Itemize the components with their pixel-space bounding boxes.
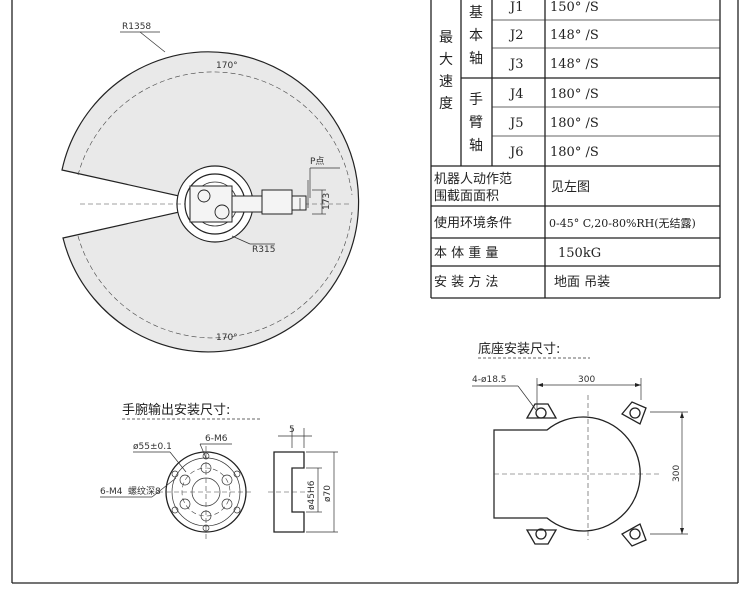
wrist-mount-diagram: 手腕输出安装尺寸: ø55±0.1 6-M6 6-M4 螺纹深8 (100, 402, 338, 540)
weight-value: 150kG (558, 246, 601, 261)
base-mount-title: 底座安装尺寸: (478, 341, 560, 357)
base-axis-char-2: 本 (469, 28, 483, 44)
max-speed-char-3: 速 (439, 74, 453, 90)
outer-radius-label: R1358 (122, 22, 151, 32)
base-hole-label: 4-ø18.5 (472, 375, 507, 385)
weight-label: 本 体 重 量 (434, 245, 498, 261)
angle-top-label: 170° (216, 61, 238, 71)
motion-range-label-line2: 围截面面积 (434, 189, 499, 204)
wrist-bore-dim: ø45H6 (307, 480, 317, 510)
joint-j6: J6 (508, 145, 523, 160)
wrist-mount-title: 手腕输出安装尺寸: (122, 402, 230, 418)
environment-label: 使用环境条件 (434, 215, 512, 231)
base-height-dim: 300 (672, 465, 682, 482)
max-speed-char-4: 度 (439, 96, 453, 112)
drawing-frame (11, 0, 739, 584)
joint-j3: J3 (508, 57, 523, 72)
wrist-depth-dim: 5 (289, 425, 295, 435)
arm-axis-char-3: 轴 (469, 138, 483, 154)
p-point-label: P点 (310, 156, 324, 167)
max-speed-char-2: 大 (439, 52, 453, 68)
wrist-tapped-label: 6-M6 (205, 434, 228, 444)
install-value: 地面 吊装 (554, 275, 610, 290)
environment-value: 0-45° C,20-80%RH(无结露) (549, 217, 696, 230)
wrist-pcd-label: ø55±0.1 (133, 442, 172, 452)
robot-top-view (184, 173, 309, 235)
spec-table: 最 大 速 度 基 本 轴 手 臂 轴 J1 150° /S J2 148° /… (430, 0, 721, 299)
base-axis-char-1: 基 (469, 4, 483, 21)
install-label: 安 装 方 法 (434, 274, 498, 290)
speed-j4: 180° /S (550, 87, 599, 102)
base-width-dim: 300 (578, 375, 595, 385)
joint-j1: J1 (508, 0, 523, 15)
angle-bottom-label: 170° (216, 333, 238, 343)
arm-axis-char-2: 臂 (469, 115, 483, 131)
speed-j3: 148° /S (550, 57, 599, 72)
motion-range-value: 见左图 (551, 180, 590, 195)
wrist-outer-dim: ø70 (323, 485, 333, 502)
wrist-thread-label: 6-M4 (100, 487, 123, 497)
joint-j4: J4 (508, 87, 523, 102)
base-axis-char-3: 轴 (469, 51, 483, 67)
inner-radius-label: R315 (252, 245, 275, 255)
speed-j1: 150° /S (550, 0, 599, 15)
wrist-offset-dim: 173 (322, 193, 332, 210)
wrist-thread-note: 螺纹深8 (128, 485, 161, 497)
speed-j6: 180° /S (550, 145, 599, 160)
motion-range-label-line1: 机器人动作范 (434, 172, 512, 187)
joint-j5: J5 (508, 116, 523, 131)
workspace-diagram: R1358 170° 170° R315 P点 173 (61, 22, 360, 353)
speed-j2: 148° /S (550, 28, 599, 43)
max-speed-char-1: 最 (439, 30, 453, 46)
joint-j2: J2 (508, 28, 523, 43)
base-mount-diagram: 底座安装尺寸: 300 4-ø18.5 300 (472, 341, 688, 547)
arm-axis-char-1: 手 (469, 92, 483, 108)
speed-j5: 180° /S (550, 116, 599, 131)
